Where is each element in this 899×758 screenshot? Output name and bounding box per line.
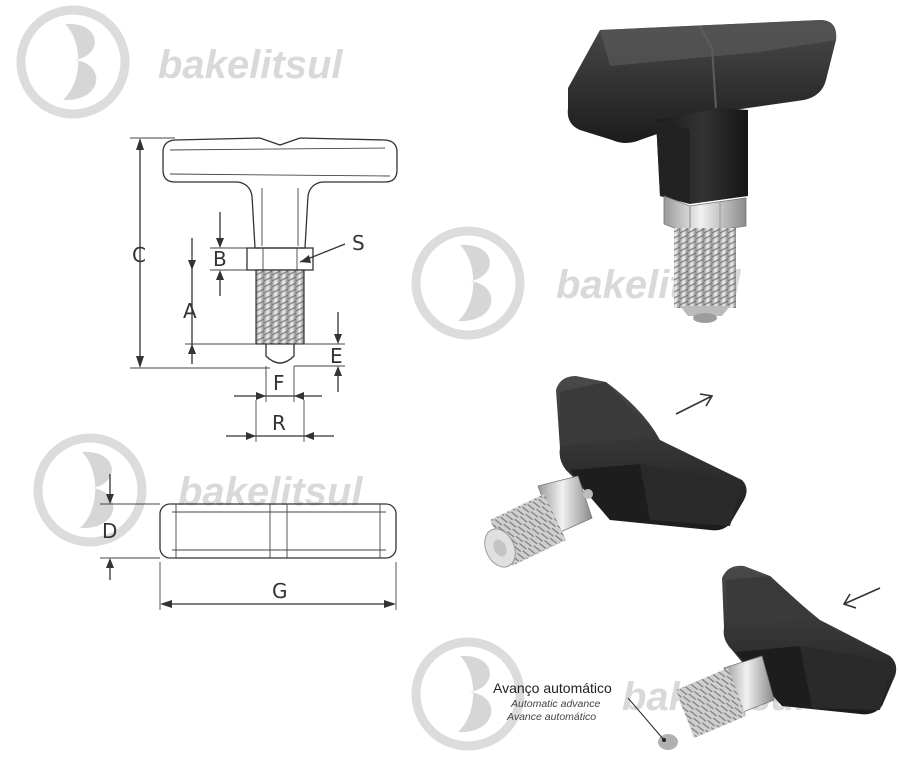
pin-outline	[265, 344, 295, 364]
dimension-label-a: A	[183, 299, 197, 323]
advance-caption: Avanço automático Automatic advance Avan…	[493, 680, 666, 742]
handle-outline	[162, 137, 398, 249]
dimension-label-b: B	[213, 247, 227, 271]
dimension-label-e: E	[330, 344, 343, 368]
arrow-pull-icon	[675, 393, 714, 415]
dimension-label-c: C	[132, 243, 146, 267]
watermark-logo-3	[33, 433, 147, 547]
dimension-label-s: S	[352, 231, 365, 255]
render-pulled-plunger	[484, 376, 747, 568]
caption-spanish: Avance automático	[506, 711, 596, 723]
thread-outline	[255, 269, 305, 345]
render-upright-plunger	[567, 20, 837, 323]
watermark-logo-4	[411, 637, 525, 751]
nut-outline	[246, 247, 314, 271]
watermark-logo-2	[411, 226, 525, 340]
watermark-brand-3: bakelitsul	[178, 470, 363, 514]
render-advance-plunger	[658, 565, 897, 750]
arrow-advance-icon	[842, 587, 881, 609]
caption-portuguese: Avanço automático	[493, 680, 612, 696]
top-view-outline	[159, 503, 397, 559]
watermark-brand-1: bakelitsul	[158, 43, 343, 87]
top-view-drawing: D G	[100, 474, 397, 610]
dimension-label-f: F	[273, 371, 285, 395]
dimension-label-r: R	[272, 411, 286, 435]
dimension-label-g: G	[272, 579, 288, 603]
watermark-logo-1	[16, 5, 130, 119]
dimension-label-d: D	[102, 519, 117, 543]
front-view-drawing: S C B A E F	[130, 137, 398, 442]
caption-english: Automatic advance	[510, 698, 600, 710]
